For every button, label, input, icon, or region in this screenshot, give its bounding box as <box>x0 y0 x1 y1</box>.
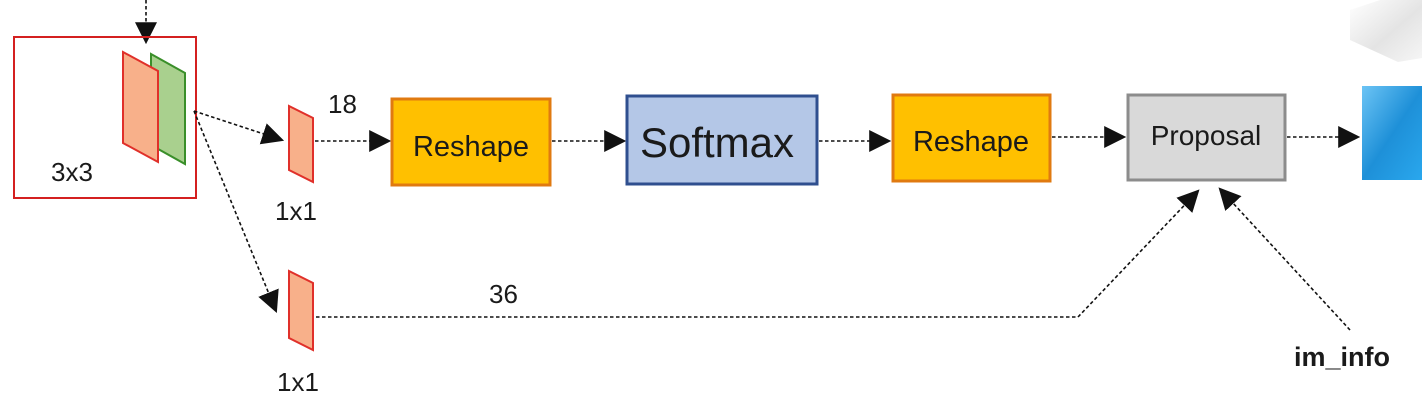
reshape-1-box <box>390 97 552 187</box>
conv-1x1-top-label: 1x1 <box>275 196 317 226</box>
reshape-1-label: Reshape <box>413 131 529 163</box>
feature-map-orange <box>122 50 159 164</box>
im-info-label: im_info <box>1294 342 1390 372</box>
conv-1x1-bottom-map <box>288 269 314 352</box>
connector-im-info-to-proposal <box>1218 187 1351 331</box>
connector-to-1x1-top <box>193 110 285 145</box>
softmax-label: Softmax <box>640 119 794 166</box>
channels-18-label: 18 <box>328 89 357 119</box>
output-box <box>1362 86 1422 180</box>
proposal-label: Proposal <box>1151 120 1262 151</box>
conv-1x1-bottom-label: 1x1 <box>277 367 319 397</box>
connector-bbox-to-proposal <box>316 189 1200 318</box>
cropped-grey-element <box>1350 0 1422 62</box>
proposal-box <box>1126 93 1287 182</box>
softmax-box <box>625 94 819 186</box>
reshape-2-box <box>891 93 1052 183</box>
connector-to-1x1-bottom <box>193 110 279 314</box>
kernel-3x3-label: 3x3 <box>51 157 93 187</box>
channels-36-label: 36 <box>489 279 518 309</box>
reshape-2-label: Reshape <box>913 126 1029 158</box>
conv-1x1-top-map <box>288 104 314 184</box>
